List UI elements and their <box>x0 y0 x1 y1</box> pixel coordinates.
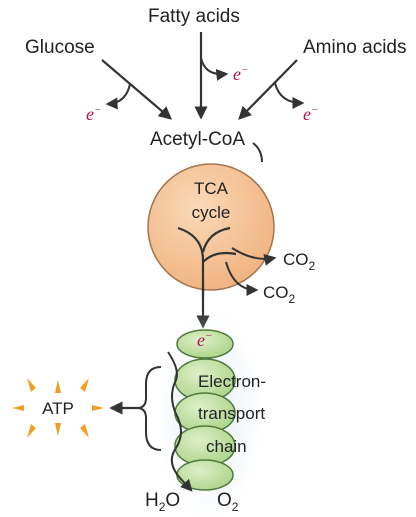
etc-label-line2: transport <box>198 404 265 423</box>
electron-label-fatty: e− <box>233 64 248 84</box>
atp-burst-icon <box>12 378 104 438</box>
water-label: H2O <box>145 490 180 514</box>
co2-label-1: CO2 <box>283 250 316 273</box>
atp-label: ATP <box>42 399 74 418</box>
oxygen-label: O2 <box>217 490 239 514</box>
etc-electron-path <box>167 351 193 492</box>
electron-label-amino: e− <box>303 104 318 124</box>
acetyl-coa-to-tca-line <box>252 142 263 163</box>
tca-label-line2: cycle <box>192 203 231 222</box>
amino-acids-label: Amino acids <box>303 37 407 58</box>
glucose-electron-arrow <box>105 83 131 110</box>
glucose-label: Glucose <box>25 37 95 58</box>
fatty-acids-label: Fatty acids <box>148 6 240 27</box>
electron-label-etc: e− <box>197 330 212 350</box>
etc-label-line1: Electron- <box>198 372 266 391</box>
acetyl-coa-label: Acetyl-CoA <box>150 129 245 150</box>
fatty-acids-electron-arrow <box>200 57 229 81</box>
atp-brace <box>136 366 162 451</box>
tca-inner-branches <box>177 226 237 297</box>
glucose-arrow <box>101 59 173 120</box>
tca-cycle-circle <box>147 163 275 291</box>
co2-label-2: CO2 <box>263 283 296 306</box>
etc-label-line3: chain <box>206 437 247 456</box>
amino-acids-arrow <box>238 59 298 120</box>
etc-membrane <box>174 329 236 491</box>
amino-acids-electron-arrow <box>274 82 305 109</box>
tca-label-line1: TCA <box>194 179 229 198</box>
electron-label-glucose: e− <box>86 104 101 124</box>
co2-arrow-2 <box>225 261 259 296</box>
co2-arrow-1 <box>231 247 277 266</box>
